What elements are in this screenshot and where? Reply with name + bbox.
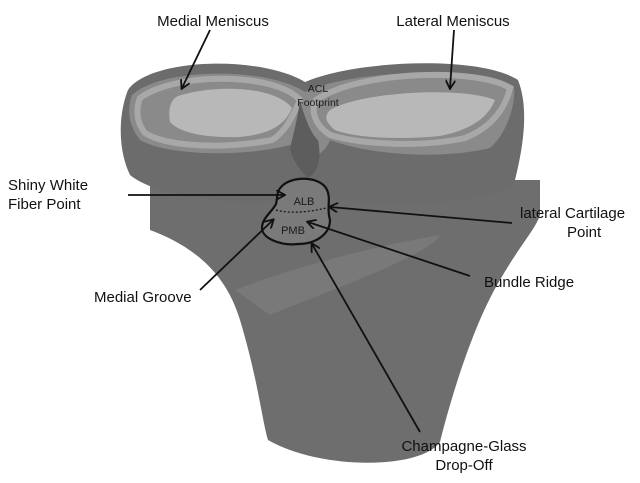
label-bundle-ridge: Bundle Ridge <box>484 274 574 291</box>
label-champagne-line1: Champagne-Glass <box>401 438 526 455</box>
label-acl-footprint-line2: Footprint <box>297 97 339 109</box>
label-shiny-white-line2: Fiber Point <box>8 196 81 213</box>
label-lateral-cartilage-line1: lateral Cartilage <box>520 205 625 222</box>
label-medial-groove: Medial Groove <box>94 289 192 306</box>
label-alb: ALB <box>294 196 315 208</box>
tibial-shaft <box>150 180 540 463</box>
label-shiny-white-line1: Shiny White <box>8 177 88 194</box>
label-medial-meniscus: Medial Meniscus <box>157 13 269 30</box>
label-lateral-cartilage-line2: Point <box>567 224 602 241</box>
label-acl-footprint-line1: ACL <box>308 83 329 95</box>
label-champagne-line2: Drop-Off <box>435 457 493 474</box>
label-pmb: PMB <box>281 225 305 237</box>
label-lateral-meniscus: Lateral Meniscus <box>396 13 509 30</box>
